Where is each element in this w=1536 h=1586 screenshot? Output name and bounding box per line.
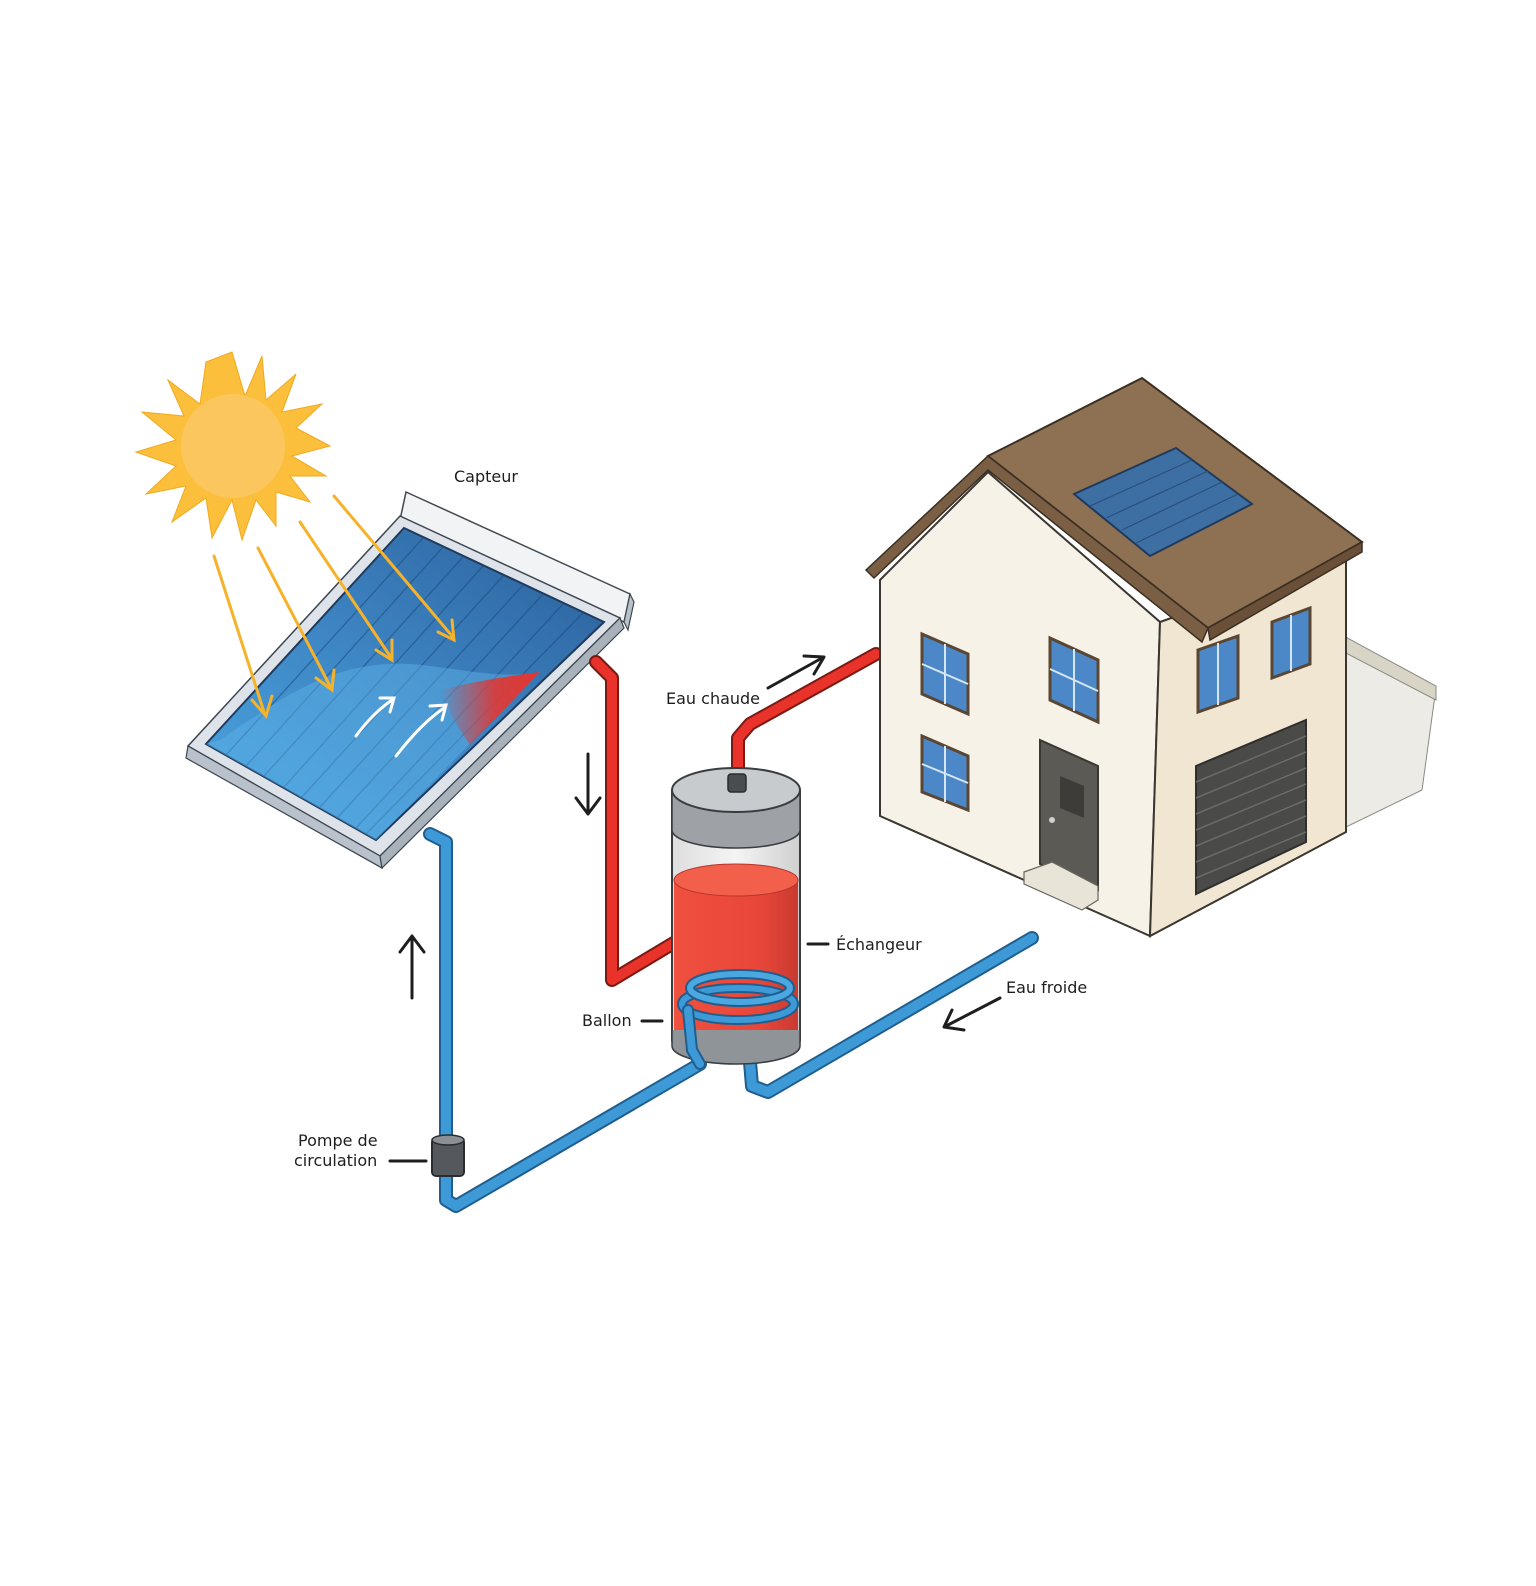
label-capteur: Capteur	[454, 467, 518, 486]
label-pompe-line2: circulation	[294, 1151, 377, 1170]
leader-lines	[388, 942, 830, 1163]
label-eau-froide: Eau froide	[1006, 978, 1087, 997]
solar-collector	[185, 490, 635, 870]
sun-icon	[134, 351, 332, 542]
hot-pipe	[589, 647, 883, 987]
cold-pipe	[423, 827, 1039, 1213]
sunlight-arrows	[212, 494, 456, 720]
arrow-icon	[354, 696, 448, 758]
label-pompe-line1: Pompe de	[298, 1131, 378, 1150]
label-eau-chaude: Eau chaude	[666, 689, 760, 708]
heat-exchanger-coil	[677, 969, 799, 1070]
house	[864, 376, 1437, 938]
storage-tank	[671, 767, 801, 1070]
sun-disc	[181, 394, 285, 498]
label-echangeur: Échangeur	[836, 935, 922, 954]
arrow-icon	[398, 654, 1002, 1032]
label-ballon: Ballon	[582, 1011, 632, 1030]
roof-solar-panel	[1072, 446, 1254, 558]
circulation-pump	[431, 1134, 465, 1177]
